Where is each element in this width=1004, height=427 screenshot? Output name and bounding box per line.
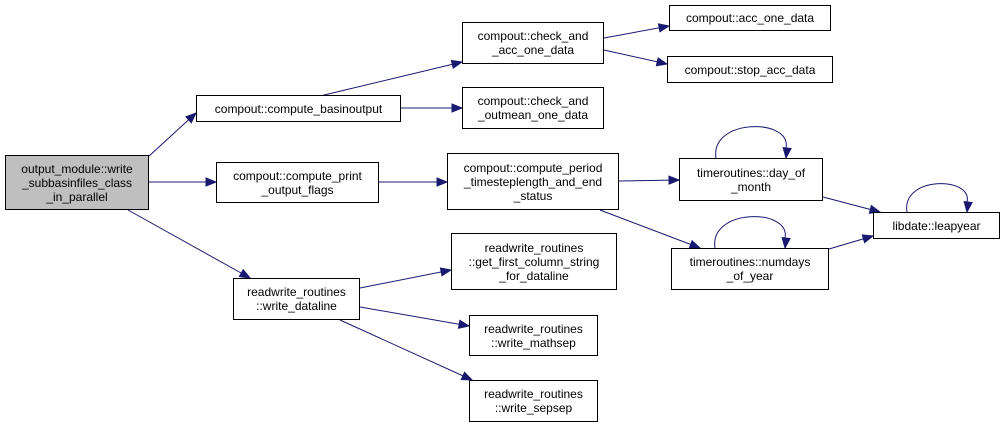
- node-label-line: output_module::write: [21, 161, 133, 176]
- call-edge: [359, 306, 470, 327]
- node-label-line: timeroutines::numdays: [689, 255, 811, 269]
- node-numdays-of-year[interactable]: timeroutines::numdays _of_year: [671, 248, 829, 290]
- node-check-and-outmean-one-data[interactable]: compout::check_and _outmean_one_data: [462, 87, 604, 129]
- call-edge: [603, 25, 670, 39]
- node-label-line: _output_flags: [261, 182, 334, 197]
- recursive-edge: [715, 126, 787, 159]
- call-edge: [127, 209, 251, 279]
- node-label-line: ::write_mathsep: [491, 335, 576, 350]
- node-day-of-month[interactable]: timeroutines::day_of _month: [679, 158, 823, 201]
- edge-arrowhead: [460, 371, 474, 381]
- node-write-sepsep[interactable]: readwrite_routines ::write_sepsep: [469, 380, 598, 422]
- call-edge: [603, 49, 668, 65]
- edge-arrowhead: [450, 59, 464, 70]
- edge-arrowhead: [439, 267, 453, 277]
- node-label-line: readwrite_routines: [247, 285, 346, 299]
- call-edge: [359, 269, 452, 289]
- edge-arrowhead: [436, 177, 449, 187]
- edge-arrowhead: [657, 23, 671, 33]
- node-label-line: _status: [513, 188, 553, 203]
- node-label-line: compout::stop_acc_data: [684, 62, 816, 77]
- node-get-first-column-string[interactable]: readwrite_routines ::get_first_column_st…: [451, 233, 617, 290]
- node-compute-basinoutput[interactable]: compout::compute_basinoutput: [196, 95, 401, 122]
- node-label-line: _of_year: [726, 269, 774, 283]
- node-write-dataline[interactable]: readwrite_routines ::write_dataline: [233, 278, 360, 320]
- edge-arrowhead: [457, 319, 471, 329]
- node-label-line: readwrite_routines: [484, 387, 583, 401]
- edge-arrowhead: [185, 112, 197, 124]
- node-leapyear[interactable]: libdate::leapyear: [873, 212, 1000, 239]
- node-label-line: _timesteplength_and_end: [463, 174, 603, 189]
- node-label-line: readwrite_routines: [484, 240, 584, 255]
- node-label-line: compout::check_and: [477, 94, 589, 108]
- node-stop-acc-data[interactable]: compout::stop_acc_data: [667, 56, 833, 83]
- edge-arrowhead: [668, 175, 681, 185]
- node-label-line: compout::compute_basinoutput: [214, 101, 383, 116]
- node-label-line: _month: [730, 179, 772, 194]
- node-label-line: ::get_first_column_string: [468, 254, 600, 269]
- node-label-line: compout::compute_print: [233, 168, 362, 183]
- node-label-line: libdate::leapyear: [892, 218, 981, 233]
- call-edge: [599, 209, 701, 249]
- call-edge: [319, 61, 463, 97]
- node-label-line: timeroutines::day_of: [696, 165, 806, 180]
- recursive-edge: [906, 183, 968, 213]
- edge-arrowhead: [238, 268, 252, 279]
- node-label-line: ::write_dataline: [256, 299, 337, 313]
- node-label-line: _outmean_one_data: [477, 108, 589, 122]
- edge-arrowhead: [861, 234, 875, 244]
- node-label-line: _for_dataline: [499, 268, 569, 283]
- node-acc-one-data[interactable]: compout::acc_one_data: [669, 5, 831, 31]
- node-label-line: compout::check_and: [477, 29, 589, 43]
- edge-arrowhead: [655, 57, 669, 67]
- call-edge: [147, 112, 197, 158]
- edge-arrowhead: [781, 237, 791, 250]
- node-label-line: _in_parallel: [46, 189, 108, 204]
- node-label-line: ::write_sepsep: [494, 401, 573, 415]
- edge-arrowhead: [205, 177, 218, 187]
- node-label-line: _subbasinfiles_class: [21, 175, 133, 190]
- node-label-line: compout::acc_one_data: [685, 11, 815, 25]
- node-compute-print-output-flags[interactable]: compout::compute_print _output_flags: [216, 162, 379, 203]
- node-compute-period-timesteplength[interactable]: compout::compute_period _timesteplength_…: [447, 153, 619, 210]
- node-check-and-acc-one-data[interactable]: compout::check_and _acc_one_data: [462, 22, 604, 64]
- recursive-edge: [714, 216, 786, 249]
- node-write-mathsep[interactable]: readwrite_routines ::write_mathsep: [469, 315, 598, 356]
- edge-arrowhead: [782, 147, 792, 160]
- node-label-line: _acc_one_data: [491, 43, 575, 57]
- edge-arrowhead: [963, 201, 973, 214]
- node-label-line: readwrite_routines: [484, 321, 583, 336]
- edge-arrowhead: [451, 103, 464, 113]
- node-label-line: compout::compute_period: [463, 160, 603, 175]
- node-output-module-write-subbasinfiles: output_module::write _subbasinfiles_clas…: [5, 155, 149, 210]
- call-edge: [339, 319, 473, 381]
